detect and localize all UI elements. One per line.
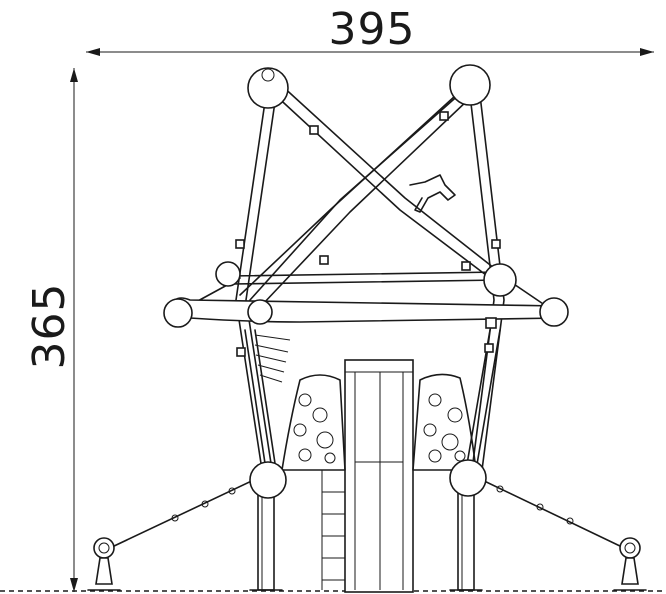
ladder [321, 470, 346, 590]
structure [87, 64, 647, 593]
width-dimension: 395 [86, 4, 654, 56]
height-dimension-label: 365 [24, 283, 75, 370]
ball-joints [163, 64, 569, 499]
cable-left [111, 477, 259, 548]
climbing-panel-right [412, 373, 477, 471]
horse-decal [409, 174, 456, 213]
left-post [257, 489, 275, 591]
rope-net [254, 334, 291, 383]
right-post [457, 489, 475, 591]
cable-right [477, 477, 623, 548]
clamps [235, 111, 501, 357]
slide [344, 359, 414, 593]
anchor-left [87, 537, 121, 591]
climbing-panel-left [281, 374, 346, 471]
anchor-right [613, 537, 647, 591]
width-dimension-label: 395 [329, 4, 416, 55]
height-dimension: 365 [24, 68, 78, 592]
